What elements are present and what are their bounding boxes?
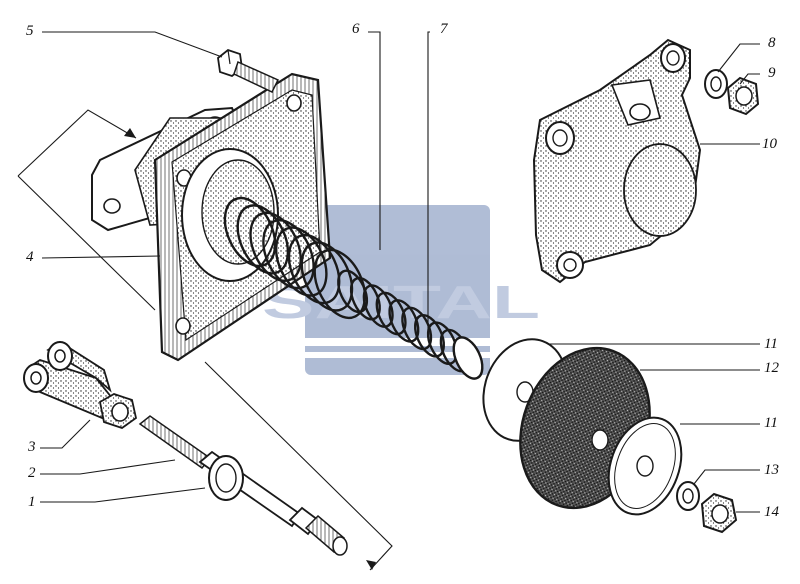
spring-coil bbox=[452, 336, 484, 380]
callout-10: 10 bbox=[762, 136, 777, 152]
spring-coil bbox=[349, 276, 381, 321]
spring-coil bbox=[413, 314, 446, 358]
spring bbox=[223, 196, 484, 380]
rod-1 bbox=[138, 415, 348, 556]
watermark: SAITAL bbox=[262, 205, 540, 375]
clevis-3 bbox=[23, 340, 138, 429]
nut-14 bbox=[700, 492, 738, 534]
leader-arrowheads bbox=[124, 128, 376, 570]
washer-8 bbox=[704, 69, 728, 99]
spring-coil bbox=[337, 269, 369, 314]
bolt-5 bbox=[217, 48, 280, 93]
callout-9: 9 bbox=[768, 65, 776, 81]
mounting-flange bbox=[91, 72, 332, 362]
cover-10 bbox=[532, 38, 702, 284]
disc-11-front bbox=[607, 416, 683, 516]
spring-coil bbox=[287, 233, 341, 305]
callout-4: 4 bbox=[26, 249, 34, 265]
callout-7: 7 bbox=[440, 21, 448, 37]
washer-2 bbox=[208, 455, 244, 501]
spring-coil bbox=[388, 299, 420, 343]
spring-coil bbox=[313, 248, 367, 320]
callout-1: 1 bbox=[28, 494, 36, 510]
callout-8: 8 bbox=[768, 35, 776, 51]
callout-6: 6 bbox=[352, 21, 360, 37]
spring-coil bbox=[362, 284, 394, 328]
callout-5: 5 bbox=[26, 23, 34, 39]
callout-11-front: 11 bbox=[764, 415, 778, 431]
spring-coil bbox=[426, 321, 458, 365]
callout-13: 13 bbox=[764, 462, 779, 478]
washer-13 bbox=[676, 481, 700, 511]
callout-11-rear: 11 bbox=[764, 336, 778, 352]
callout-3: 3 bbox=[28, 439, 36, 455]
leader-lines bbox=[17, 31, 760, 571]
spring-coil bbox=[375, 291, 407, 336]
callout-14: 14 bbox=[764, 504, 779, 520]
callout-2: 2 bbox=[28, 465, 36, 481]
nut-9 bbox=[726, 76, 760, 116]
spring-coil bbox=[300, 241, 354, 312]
callout-12: 12 bbox=[764, 360, 779, 376]
